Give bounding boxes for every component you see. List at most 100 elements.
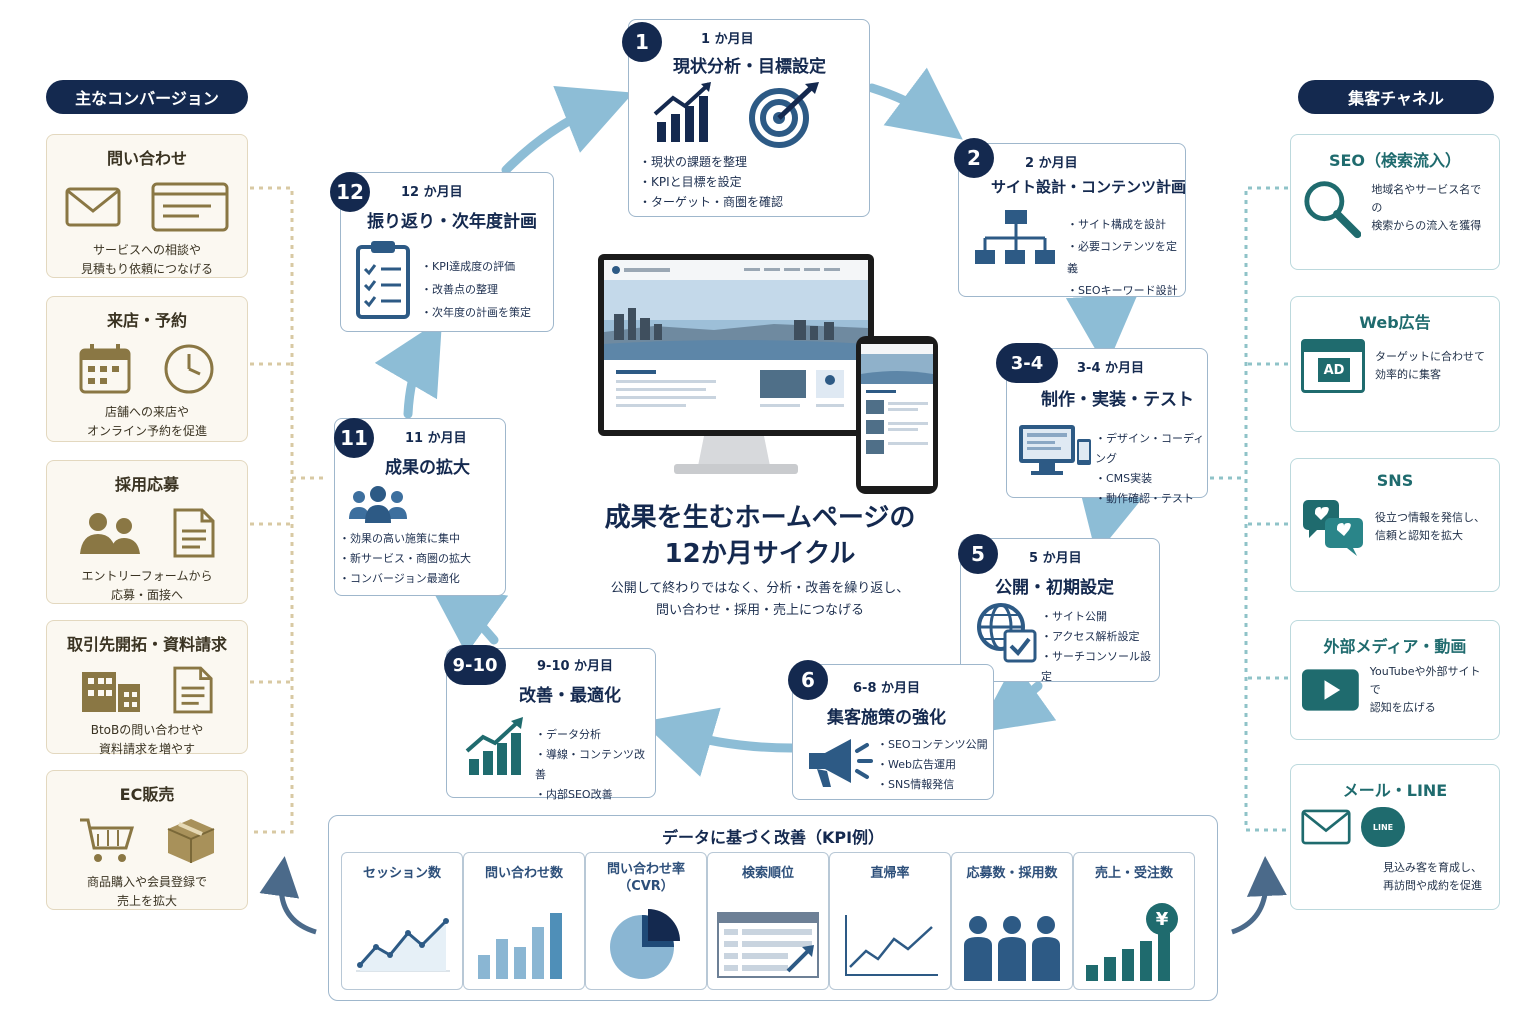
channel-title: SEO（検索流入） xyxy=(1328,151,1462,170)
step-title: 制作・実装・テスト xyxy=(1041,390,1194,410)
line-icon: LINE xyxy=(1361,807,1405,847)
step-item: SEOキーワード設計 xyxy=(1067,280,1185,302)
step-month: 6-8 か月目 xyxy=(853,681,921,696)
kpi-sessions: セッション数 xyxy=(341,852,463,990)
play-icon xyxy=(1301,669,1359,711)
step-1: 1 か月目 現状分析・目標設定 現状の課題を整理 KPIと目標を設定 ターゲット… xyxy=(628,19,870,217)
step-badge: 6 xyxy=(788,660,828,700)
step-item: SNS情報発信 xyxy=(877,775,988,795)
growth-chart-icon xyxy=(465,717,523,775)
step-5: 5 か月目 公開・初期設定 サイト公開 アクセス解析設定 サーチコンソール設定 xyxy=(960,538,1160,683)
kpi-bounce-rate: 直帰率 xyxy=(829,852,951,990)
channel-title: 外部メディア・動画 xyxy=(1323,637,1467,656)
document-icon xyxy=(173,508,215,558)
step-item: 内部SEO改善 xyxy=(535,785,655,805)
kpi-label: 問い合わせ率 （CVR） xyxy=(606,862,685,894)
step-item: サイト公開 xyxy=(1041,607,1159,627)
right-header: 集客チャネル xyxy=(1298,80,1494,114)
step-badge: 9-10 xyxy=(444,645,506,685)
target-icon xyxy=(749,82,819,148)
channel-desc: YouTubeや外部サイトで 認知を広げる xyxy=(1369,665,1481,714)
yen-symbol: ¥ xyxy=(1155,908,1169,930)
step-item: コンバージョン最適化 xyxy=(339,569,471,589)
building-icon xyxy=(82,672,140,712)
conversion-title: 採用応募 xyxy=(114,475,179,494)
step-items: データ分析 導線・コンテンツ改善 内部SEO改善 xyxy=(535,725,655,805)
step-items: KPI達成度の評価 改善点の整理 次年度の計画を策定 xyxy=(421,255,531,324)
kpi-label: 問い合わせ数 xyxy=(484,866,563,881)
conversion-title: 問い合わせ xyxy=(106,149,187,168)
center-subtitle: 公開して終わりではなく、分析・改善を繰り返し、 問い合わせ・採用・売上につなげる xyxy=(540,578,980,622)
trend-line-icon xyxy=(845,915,938,976)
step-badge: 3-4 xyxy=(996,343,1058,383)
conversion-visit: 来店・予約 店舗への来店や オンライン予約を促進 xyxy=(46,296,248,442)
chat-heart-icon xyxy=(1303,500,1363,556)
channel-media-video: 外部メディア・動画 YouTubeや外部サイトで 認知を広げる xyxy=(1290,620,1500,740)
step-item: 動作確認・テスト xyxy=(1095,489,1207,509)
step-item: 効果の高い施策に集中 xyxy=(339,529,471,549)
envelope-icon xyxy=(1301,809,1351,845)
step-item: 改善点の整理 xyxy=(421,278,531,301)
devices-icon xyxy=(1019,425,1091,475)
step-12: 12 か月目 振り返り・次年度計画 KPI達成度の評価 改善点の整理 次年度の計… xyxy=(340,172,554,332)
channel-title: SNS xyxy=(1376,471,1414,490)
step-items: 効果の高い施策に集中 新サービス・商圏の拡大 コンバージョン最適化 xyxy=(339,529,471,589)
step-title: 公開・初期設定 xyxy=(995,578,1114,598)
center-title: 成果を生むホームページの 12か月サイクル xyxy=(540,500,980,572)
center-title-line1: 成果を生むホームページの xyxy=(604,503,916,533)
kpi-label: 検索順位 xyxy=(741,866,794,881)
ad-icon: AD xyxy=(1301,339,1365,393)
step-month: 2 か月目 xyxy=(1025,156,1078,171)
step-items: サイト構成を設計 必要コンテンツを定義 SEOキーワード設計 xyxy=(1067,214,1185,302)
conversion-desc: サービスへの相談や 見積もり依頼につなげる xyxy=(80,243,213,276)
step-title: 振り返り・次年度計画 xyxy=(367,212,537,232)
channel-sns: SNS 役立つ情報を発信し、 信頼と認知を拡大 xyxy=(1290,458,1500,592)
clock-icon xyxy=(164,344,214,394)
conversion-b2b: 取引先開拓・資料請求 BtoBの問い合わせや 資料請求を増やす xyxy=(46,620,248,756)
form-icon xyxy=(151,182,229,232)
channel-desc: ターゲットに合わせて 効率的に集客 xyxy=(1375,350,1485,381)
step-items: SEOコンテンツ公開 Web広告運用 SNS情報発信 xyxy=(877,735,988,795)
step-2: 2 か月目 サイト設計・コンテンツ計画 サイト構成を設計 必要コンテンツを定義 … xyxy=(958,143,1186,297)
step-item: サーチコンソール設定 xyxy=(1041,647,1159,687)
globe-check-icon xyxy=(977,603,1037,663)
envelope-icon xyxy=(65,187,121,227)
step-month: 5 か月目 xyxy=(1029,551,1082,566)
step-badge: 1 xyxy=(622,22,662,62)
step-title: 成果の拡大 xyxy=(385,458,470,478)
kpi-label: セッション数 xyxy=(362,866,441,881)
step-title: 改善・最適化 xyxy=(519,686,621,706)
kpi-cvr: 問い合わせ率 （CVR） xyxy=(585,852,707,990)
pie-chart-icon xyxy=(610,909,680,979)
step-item: デザイン・コーディング xyxy=(1095,429,1207,469)
center-sub-line2: 問い合わせ・採用・売上につなげる xyxy=(655,603,864,618)
cart-icon xyxy=(80,818,135,862)
step-month: 1 か月目 xyxy=(701,32,754,47)
channel-desc: 役立つ情報を発信し、 信頼と認知を拡大 xyxy=(1375,511,1485,542)
step-month: 3-4 か月目 xyxy=(1077,361,1145,376)
step-item: KPI達成度の評価 xyxy=(421,255,531,278)
step-item: ターゲット・商圏を確認 xyxy=(639,192,783,212)
step-item: 現状の課題を整理 xyxy=(639,152,783,172)
megaphone-icon xyxy=(809,739,873,787)
step-badge: 2 xyxy=(954,138,994,178)
channel-web-ad: Web広告 AD ターゲットに合わせて 効率的に集客 xyxy=(1290,296,1500,432)
kpi-search-rank: 検索順位 xyxy=(707,852,829,990)
channel-desc: 地域名やサービス名での 検索からの流入を獲得 xyxy=(1371,183,1482,232)
kpi-label: 応募数・採用数 xyxy=(966,866,1058,881)
step-item: CMS実装 xyxy=(1095,469,1207,489)
kpi-applications: 応募数・採用数 xyxy=(951,852,1073,990)
step-badge: 11 xyxy=(334,418,374,458)
step-title: 現状分析・目標設定 xyxy=(673,57,826,77)
conversion-desc: 商品購入や会員登録で 売上を拡大 xyxy=(86,875,207,908)
conversion-inquiry: 問い合わせ サービスへの相談や 見積もり依頼につなげる xyxy=(46,134,248,278)
ad-badge: AD xyxy=(1318,358,1350,382)
step-items: 現状の課題を整理 KPIと目標を設定 ターゲット・商圏を確認 xyxy=(639,152,783,212)
sitemap-icon xyxy=(975,210,1055,264)
step-item: 新サービス・商圏の拡大 xyxy=(339,549,471,569)
conversion-title: EC販売 xyxy=(119,785,175,804)
yen-badge: ¥ xyxy=(1146,903,1178,935)
step-item: データ分析 xyxy=(535,725,655,745)
calendar-icon xyxy=(79,344,131,394)
conversion-desc: BtoBの問い合わせや 資料請求を増やす xyxy=(90,723,204,756)
